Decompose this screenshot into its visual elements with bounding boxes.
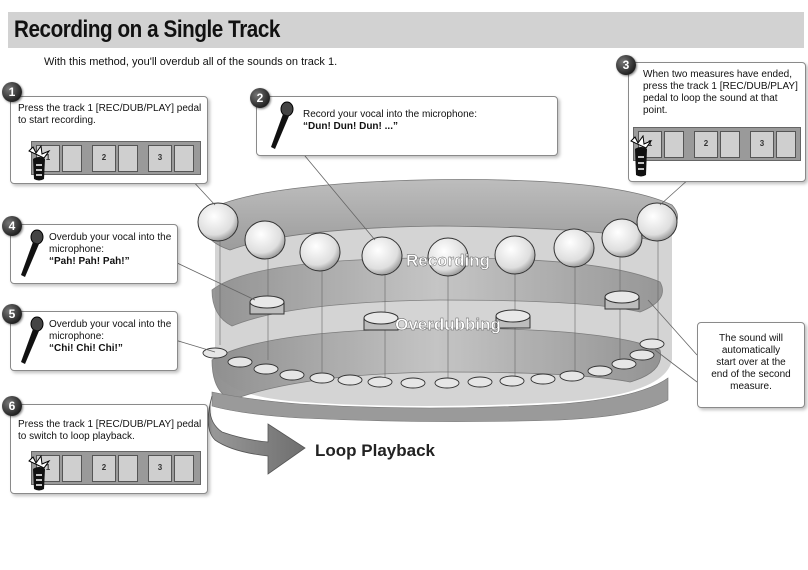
- note-line: automatically: [721, 345, 781, 356]
- pedal-label: 2: [703, 139, 709, 148]
- step-5-badge: 5: [2, 304, 22, 324]
- step-1-badge: 1: [2, 82, 22, 102]
- step-5-callout: Overdub your vocal into the microphone: …: [10, 311, 178, 371]
- note-line: end of the second: [711, 369, 791, 380]
- step-3-callout: When two measures have ended, press the …: [628, 62, 806, 182]
- step-4-quote: “Pah! Pah! Pah!”: [49, 256, 130, 267]
- pedal-board: 1 2 3: [31, 451, 201, 485]
- page-title: Recording on a Single Track: [14, 16, 280, 43]
- foot-press-icon: [28, 145, 51, 181]
- step-2-line: Record your vocal into the microphone:: [303, 109, 477, 120]
- loop-playback-label: Loop Playback: [315, 441, 436, 460]
- pedal-label: 2: [101, 153, 107, 162]
- step-3-badge: 3: [616, 55, 636, 75]
- microphone-icon: [21, 229, 44, 277]
- pedal-label: 1: [45, 463, 51, 472]
- note-callout: The sound will automatically start over …: [697, 322, 805, 408]
- step-2-callout: Record your vocal into the microphone: “…: [256, 96, 558, 156]
- pedal-board: 1 2 3: [633, 127, 801, 161]
- microphone-icon: [21, 316, 44, 364]
- step-5-line: Overdub your vocal into the: [49, 319, 172, 330]
- snare-drum-row: [249, 290, 640, 331]
- step-6-callout: Press the track 1 [REC/DUB/PLAY] pedal t…: [10, 404, 208, 494]
- step-4-badge: 4: [2, 216, 22, 236]
- step-2-badge: 2: [250, 88, 270, 108]
- step-5-line: microphone:: [49, 331, 105, 342]
- step-2-quote: “Dun! Dun! Dun! ...”: [303, 121, 398, 132]
- step-6-line: to switch to loop playback.: [18, 431, 135, 442]
- overdubbing-label: Overdubbing: [395, 315, 501, 334]
- step-6-line: Press the track 1 [REC/DUB/PLAY] pedal: [18, 419, 202, 430]
- pedal-board: 1 2 3: [31, 141, 201, 175]
- step-5-quote: “Chi! Chi! Chi!”: [49, 343, 123, 354]
- pedal-label: 2: [101, 463, 107, 472]
- pedal-label: 3: [157, 153, 163, 162]
- note-line: measure.: [730, 381, 772, 392]
- step-4-line: Overdub your vocal into the: [49, 232, 172, 243]
- note-line: start over at the: [716, 357, 786, 368]
- step-1-line: Press the track 1 [REC/DUB/PLAY] pedal: [18, 103, 202, 114]
- pedal-label: 1: [647, 139, 653, 148]
- step-4-line: microphone:: [49, 244, 105, 255]
- step-3-line: press the track 1 [REC/DUB/PLAY]: [643, 81, 798, 92]
- pedal-label: 1: [45, 153, 51, 162]
- note-line: The sound will: [719, 333, 783, 344]
- step-6-badge: 6: [2, 396, 22, 416]
- step-1-line: to start recording.: [18, 115, 96, 126]
- step-3-line: pedal to loop the sound at that: [643, 93, 778, 104]
- title-bar: Recording on a Single Track: [8, 12, 804, 48]
- subtitle: With this method, you'll overdub all of …: [44, 56, 338, 68]
- hi-hat-row: [202, 338, 665, 389]
- step-3-line: point.: [643, 105, 668, 116]
- step-4-callout: Overdub your vocal into the microphone: …: [10, 224, 178, 284]
- pedal-label: 3: [157, 463, 163, 472]
- step-3-line: When two measures have ended,: [643, 69, 792, 80]
- microphone-icon: [271, 101, 294, 149]
- recording-label: Recording: [406, 251, 490, 270]
- foot-press-icon: [630, 135, 653, 177]
- kick-drum-row: [197, 202, 678, 277]
- foot-press-icon: [28, 455, 51, 491]
- pedal-label: 3: [759, 139, 765, 148]
- step-1-callout: Press the track 1 [REC/DUB/PLAY] pedal t…: [10, 96, 208, 184]
- loop-playback-arrow: [207, 395, 306, 475]
